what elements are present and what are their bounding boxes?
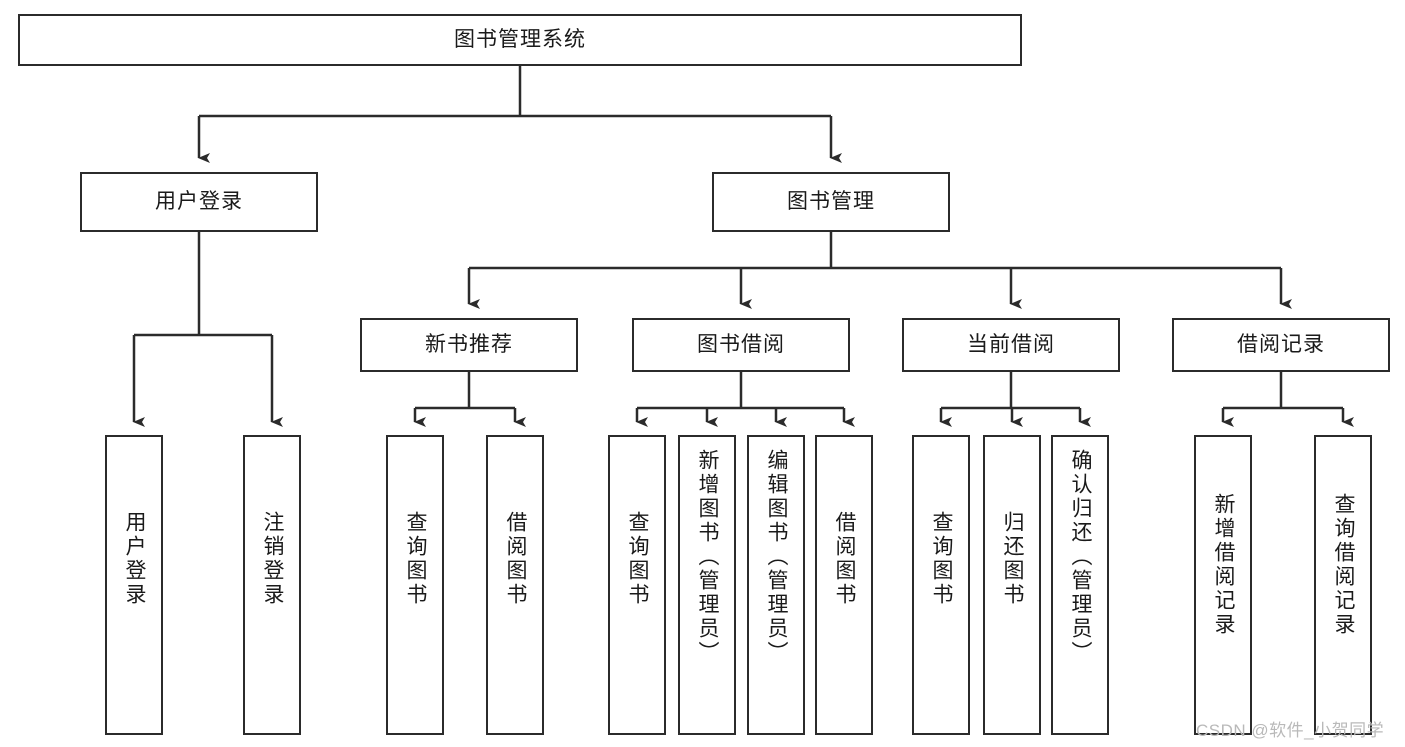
node-level2-1[interactable]: 图书管理: [712, 172, 950, 232]
node-leaf-7[interactable]: 借阅图书: [815, 435, 873, 735]
node-leaf-9[interactable]: 归还图书: [983, 435, 1041, 735]
node-leaf-5[interactable]: 新增图书（管理员）: [678, 435, 736, 735]
node-level3-2-label: 当前借阅: [967, 333, 1055, 357]
node-root-label: 图书管理系统: [454, 28, 586, 52]
node-leaf-5-label: 新增图书（管理员）: [696, 449, 720, 665]
node-level3-3-label: 借阅记录: [1237, 333, 1325, 357]
node-level2-1-label: 图书管理: [787, 190, 875, 214]
node-leaf-2-label: 查询图书: [404, 511, 428, 607]
node-leaf-8[interactable]: 查询图书: [912, 435, 970, 735]
node-level3-1-label: 图书借阅: [697, 333, 785, 357]
node-leaf-3[interactable]: 借阅图书: [486, 435, 544, 735]
node-level3-3[interactable]: 借阅记录: [1172, 318, 1390, 372]
node-leaf-7-label: 借阅图书: [833, 511, 857, 607]
node-leaf-3-label: 借阅图书: [504, 511, 528, 607]
node-leaf-0-label: 用户登录: [123, 511, 147, 607]
node-leaf-9-label: 归还图书: [1001, 511, 1025, 607]
node-level3-2[interactable]: 当前借阅: [902, 318, 1120, 372]
node-leaf-4-label: 查询图书: [626, 511, 650, 607]
node-leaf-2[interactable]: 查询图书: [386, 435, 444, 735]
node-level3-0-label: 新书推荐: [425, 333, 513, 357]
node-leaf-1-label: 注销登录: [261, 511, 285, 607]
node-root[interactable]: 图书管理系统: [18, 14, 1022, 66]
node-leaf-0[interactable]: 用户登录: [105, 435, 163, 735]
node-leaf-10-label: 确认归还（管理员）: [1069, 449, 1093, 665]
node-leaf-6-label: 编辑图书（管理员）: [765, 449, 789, 665]
node-leaf-10[interactable]: 确认归还（管理员）: [1051, 435, 1109, 735]
node-leaf-11-label: 新增借阅记录: [1212, 493, 1236, 637]
node-leaf-12[interactable]: 查询借阅记录: [1314, 435, 1372, 735]
node-leaf-6[interactable]: 编辑图书（管理员）: [747, 435, 805, 735]
node-leaf-11[interactable]: 新增借阅记录: [1194, 435, 1252, 735]
watermark: CSDN @软件_小贺同学: [1196, 721, 1385, 740]
node-leaf-4[interactable]: 查询图书: [608, 435, 666, 735]
node-leaf-12-label: 查询借阅记录: [1332, 493, 1356, 637]
node-level2-0[interactable]: 用户登录: [80, 172, 318, 232]
node-level3-0[interactable]: 新书推荐: [360, 318, 578, 372]
node-leaf-8-label: 查询图书: [930, 511, 954, 607]
node-level2-0-label: 用户登录: [155, 190, 243, 214]
node-leaf-1[interactable]: 注销登录: [243, 435, 301, 735]
node-level3-1[interactable]: 图书借阅: [632, 318, 850, 372]
